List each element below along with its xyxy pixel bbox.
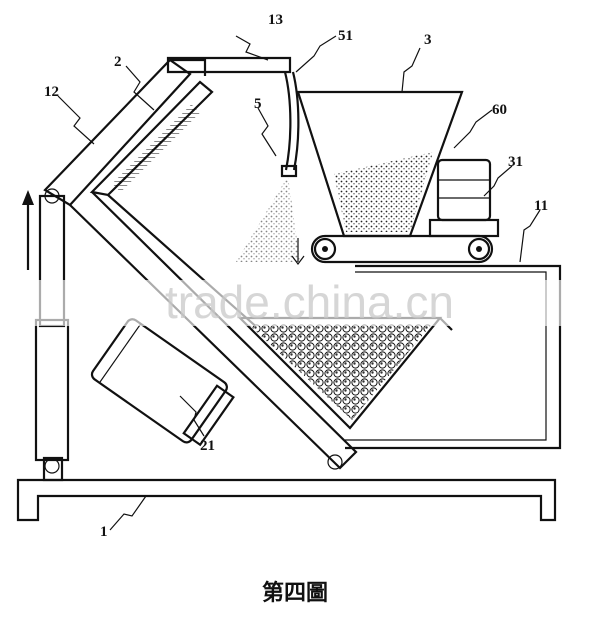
conveyor-belt [310, 234, 494, 264]
base-frame [16, 478, 557, 522]
label-hopper: 3 [424, 32, 432, 48]
label-tilting-drum: 2 [114, 54, 122, 70]
label-drum-motor: 21 [200, 438, 215, 454]
label-top-plate: 13 [268, 12, 283, 28]
watermark-text: trade.china.cn [165, 276, 454, 328]
leader-lines [57, 35, 541, 531]
label-conveyor-motor: 31 [508, 154, 523, 170]
drum-motor [90, 318, 235, 447]
up-arrow-icon [22, 190, 34, 270]
support-table [345, 264, 562, 450]
top-plate [166, 56, 292, 74]
label-conveyor-belt: 60 [492, 102, 507, 118]
label-arm: 12 [44, 84, 59, 100]
conveyor-motor [428, 158, 500, 238]
label-feed-pipe: 51 [338, 28, 353, 44]
label-base-frame: 1 [100, 524, 108, 540]
spray-mist [236, 176, 305, 265]
label-spray-nozzle: 5 [254, 96, 262, 112]
watermark-band [22, 280, 582, 326]
mixing-drum [237, 316, 453, 430]
label-support-table: 11 [534, 198, 548, 214]
figure-caption: 第四圖 [262, 580, 328, 606]
lift-cylinder [34, 188, 70, 482]
feed-pipe [280, 71, 300, 178]
